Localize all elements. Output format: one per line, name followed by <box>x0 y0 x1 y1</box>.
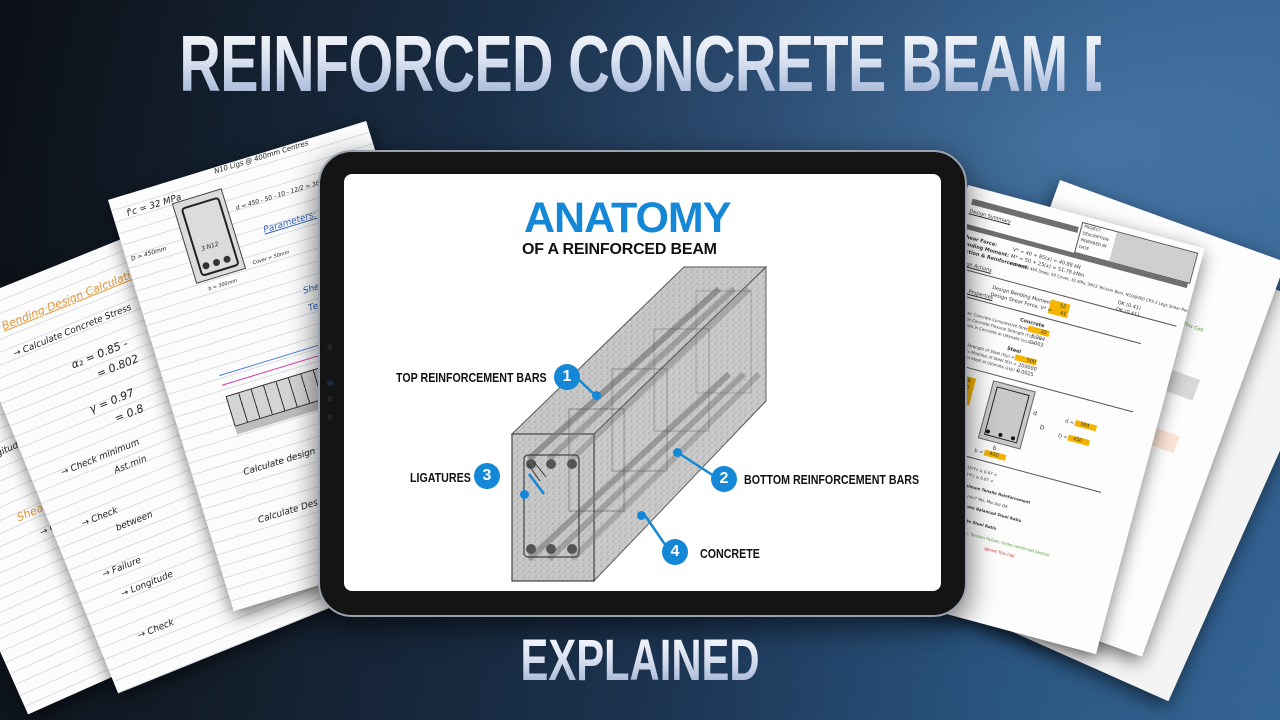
callout-badge-2: 2 <box>711 466 737 492</box>
callout-label-concrete: CONCRETE <box>700 546 760 561</box>
note-heading: Parameters: <box>262 209 318 236</box>
dimension-label: d <box>1032 409 1038 418</box>
anatomy-subheading: OF A REINFORCED BEAM <box>522 241 717 258</box>
sensor-icon <box>327 396 333 402</box>
callout-dot <box>673 448 682 457</box>
spreadsheet-section-diagram <box>977 380 1036 450</box>
sheet-value: 400 <box>988 450 1000 460</box>
note-text: → Check <box>136 617 176 642</box>
dimension-label: D <box>1038 423 1046 432</box>
tablet-device: ANATOMY OF A REINFORCED BEAM <box>318 150 967 617</box>
anatomy-heading: ANATOMY <box>524 194 731 242</box>
header-field: DATE <box>1078 243 1090 252</box>
note-text: N10 Ligs @ 400mm Centres <box>213 139 310 176</box>
callout-label-bottom-bars: BOTTOM REINFORCEMENT BARS <box>744 472 920 487</box>
camera-icon <box>327 344 333 350</box>
note-text: between <box>114 509 155 534</box>
note-text: → Longitude <box>119 569 175 600</box>
callout-badge-3: 3 <box>474 463 500 489</box>
sheet-text: b = <box>973 447 984 456</box>
video-subtitle: EXPLAINED <box>179 628 1101 694</box>
sensor-icon <box>327 414 333 420</box>
note-text: b = 300mm <box>207 277 238 293</box>
note-text: Cover = 50mm <box>251 249 291 267</box>
callout-dot <box>637 511 646 520</box>
callout-label-ligatures: LIGATURES <box>410 470 471 485</box>
sheet-value: 384 <box>1079 421 1090 430</box>
callout-badge-1: 1 <box>554 364 580 390</box>
callout-dot <box>520 490 529 499</box>
legend-note: Ignore This Cell <box>983 545 1016 559</box>
note-text: D = 450mm <box>130 245 168 263</box>
note-text: → Failure <box>100 555 143 581</box>
sheet-value: 450 <box>1072 435 1083 445</box>
sensor-icon <box>327 380 333 386</box>
callout-dot <box>592 391 601 400</box>
sheet-text: d = <box>1064 418 1075 427</box>
note-text: → Check <box>80 505 120 530</box>
tablet-screen: ANATOMY OF A REINFORCED BEAM <box>344 174 941 591</box>
video-title: REINFORCED CONCRETE BEAM DESIGN <box>179 19 1280 108</box>
callout-badge-4: 4 <box>662 539 688 565</box>
note-text: Ast.min <box>112 454 149 477</box>
note-text: → Check minimum <box>59 437 142 479</box>
beam-section-sketch: 3 N12 <box>171 188 247 284</box>
reinforced-beam-illustration <box>510 265 768 583</box>
note-heading: Bending Design Calculations <box>0 261 151 333</box>
callout-label-top-bars: TOP REINFORCEMENT BARS <box>396 370 547 385</box>
